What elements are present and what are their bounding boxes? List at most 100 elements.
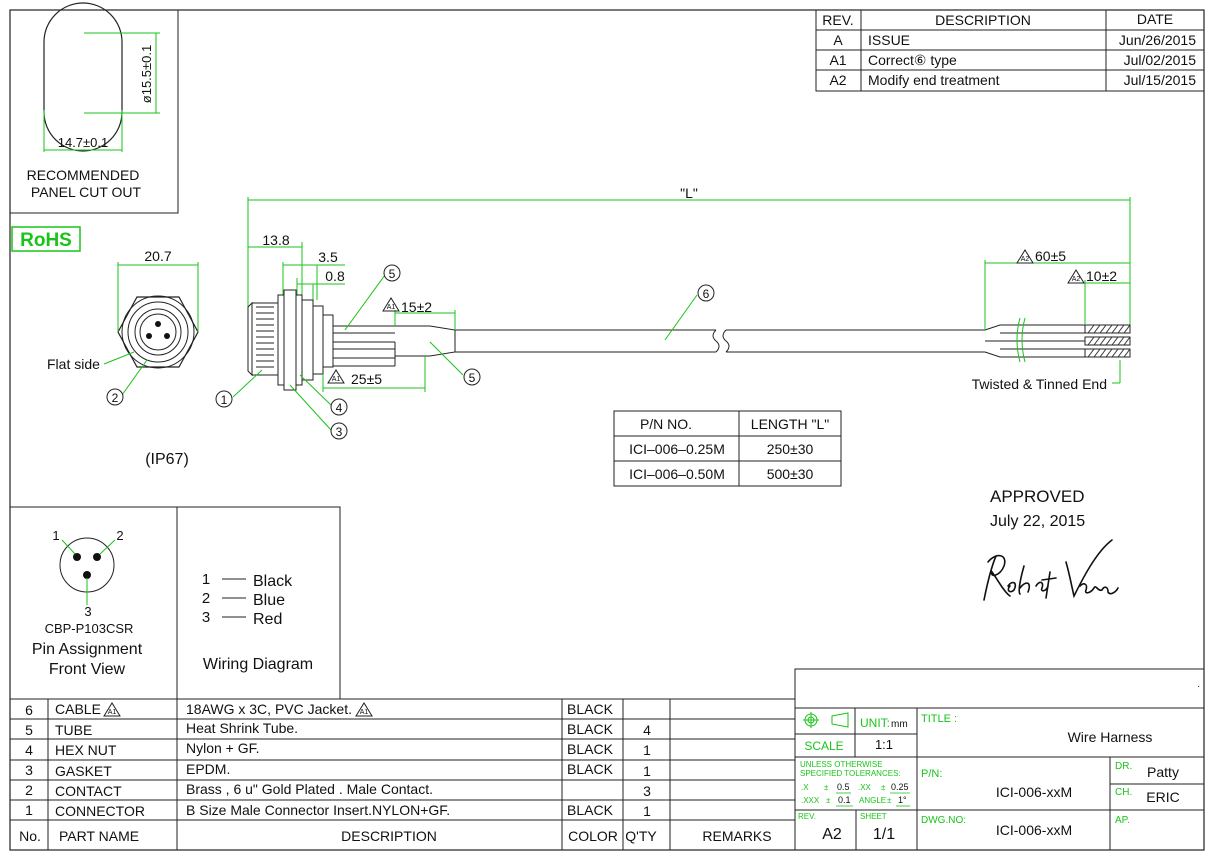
wiring-number: 3	[202, 609, 210, 626]
dwg-label: DWG.NO:	[921, 815, 966, 826]
cutout-width-dim: 14.7±0.1	[58, 135, 109, 150]
length-row-len: 500±30	[767, 466, 814, 482]
wiring-diagram-title: Wiring Diagram	[203, 656, 313, 673]
rev-triangle-a2: A2	[1072, 276, 1081, 283]
pin-part-number: CBP-P103CSR	[45, 621, 134, 636]
bom-header-color: COLOR	[568, 828, 618, 844]
rohs-label: RoHS	[20, 230, 72, 251]
rev-triangle-a1: A1	[332, 376, 341, 383]
dim-10: 10±2	[1086, 268, 1117, 284]
rev-header-rev: REV.	[822, 12, 853, 28]
projection-symbol	[803, 712, 849, 728]
tol-x-value: 0.5	[837, 782, 850, 792]
pin-assignment: 1 2 3 CBP-P103CSR Pin Assignment Front V…	[9, 506, 178, 700]
bom-color: BLACK	[567, 701, 614, 717]
length-row-len: 250±30	[767, 441, 814, 457]
front-view: 20.7 Flat side 2 (IP67)	[47, 248, 199, 468]
side-view: "L" 13.8 3.5 0.8	[215, 185, 1131, 440]
sheet-border	[9, 9, 1205, 851]
wiring-color: Red	[253, 611, 282, 628]
dim-60: 60±5	[1035, 248, 1066, 264]
bom-qty: 3	[643, 783, 651, 799]
rev-triangle-a1: A1	[108, 709, 117, 716]
ip-rating: (IP67)	[145, 451, 189, 468]
rev-header-description: DESCRIPTION	[935, 12, 1031, 28]
pn-label: P/N:	[921, 768, 942, 780]
approved-by-label: AP.	[1115, 815, 1130, 826]
tol-xx-value: 0.25	[891, 782, 909, 792]
bom-desc: 18AWG x 3C, PVC Jacket.	[186, 701, 352, 717]
drawn-label: DR.	[1115, 761, 1132, 772]
rev-value: A2	[822, 826, 842, 843]
sheet-value: 1/1	[873, 826, 895, 843]
dim-15: 15±2	[401, 299, 432, 315]
dim-25: 25±5	[351, 371, 382, 387]
tol-angle-label: ANGLE	[859, 796, 886, 805]
unit-label: UNIT:	[860, 716, 890, 730]
scale-label: SCALE	[804, 739, 843, 753]
svg-text:±: ±	[826, 796, 831, 805]
rev-row-rev: A1	[829, 52, 846, 68]
title-block: . UNIT: mm SCALE 1:1 UNLESS OTHERWISE SP…	[794, 668, 1205, 851]
bom-color: BLACK	[567, 741, 614, 757]
bom-part: GASKET	[55, 763, 112, 779]
bom-part: TUBE	[55, 722, 92, 738]
pin-label-3: 3	[84, 604, 91, 619]
rev-row-desc: Modify end treatment	[868, 72, 1000, 88]
approval-signature	[983, 539, 1119, 601]
rev-triangle-a1: A1	[360, 709, 369, 716]
title-value: Wire Harness	[1068, 729, 1153, 745]
wiring-diagram: 1 Black 2 Blue 3 Red Wiring Diagram	[176, 506, 341, 700]
balloon-2: 2	[112, 391, 119, 405]
rev-header-date: DATE	[1137, 11, 1173, 27]
tol-xxx-label: .XXX	[801, 796, 820, 805]
rev-row-rev: A	[833, 32, 843, 48]
front-width-dim: 20.7	[144, 248, 171, 264]
bom-part: CONNECTOR	[55, 803, 145, 819]
bom-header-remarks: REMARKS	[702, 828, 771, 844]
bom-no: 6	[25, 702, 33, 718]
bom-desc: B Size Male Connector Insert.NYLON+GF.	[186, 802, 450, 818]
bom-color: BLACK	[567, 721, 614, 737]
cutout-label-line1: RECOMMENDED	[27, 167, 140, 183]
unit-value: mm	[891, 719, 908, 730]
rev-row-desc: ISSUE	[868, 32, 910, 48]
approved-label: APPROVED	[990, 487, 1084, 506]
bom-qty: 1	[643, 803, 651, 819]
wiring-color: Blue	[253, 592, 285, 609]
bom-color: BLACK	[567, 802, 614, 818]
rev-row-date: Jun/26/2015	[1119, 32, 1196, 48]
bom-table: 6 CABLE 18AWG x 3C, PVC Jacket. BLACK 5 …	[10, 698, 795, 850]
svg-text:.: .	[1197, 679, 1200, 690]
rev-row-date: Jul/15/2015	[1124, 72, 1197, 88]
balloon-1: 1	[221, 393, 228, 407]
svg-text:±: ±	[887, 796, 892, 805]
tolerance-line2: SPECIFIED TOLERANCES:	[800, 769, 901, 778]
svg-text:±: ±	[824, 783, 829, 792]
tinned-ends	[1084, 324, 1131, 358]
cutout-label-line2: PANEL CUT OUT	[31, 184, 142, 200]
panel-cutout-view: ø15.5±0.1 14.7±0.1 RECOMMENDED PANEL CUT…	[9, 2, 179, 214]
bom-part: CABLE	[55, 701, 101, 717]
tol-x-label: .X	[801, 783, 809, 792]
bom-no: 2	[25, 782, 33, 798]
approval-block: APPROVED July 22, 2015	[983, 487, 1119, 601]
bom-header-part: PART NAME	[59, 828, 139, 844]
dim-0-8: 0.8	[325, 268, 345, 284]
checked-value: ERIC	[1146, 789, 1179, 805]
length-header-length: LENGTH "L"	[751, 416, 829, 432]
rev-triangle-a2: A2	[1021, 256, 1030, 263]
bom-qty: 1	[643, 763, 651, 779]
bom-header-no: No.	[19, 828, 41, 844]
twisted-tinned-label: Twisted & Tinned End	[972, 376, 1107, 392]
length-table: P/N NO. LENGTH "L" ICI–006–0.25M 250±30 …	[613, 410, 842, 487]
sheet-label: SHEET	[860, 812, 887, 821]
wiring-number: 2	[202, 590, 210, 607]
tol-angle-value: 1°	[898, 795, 907, 805]
pin-label-2: 2	[116, 528, 123, 543]
balloon-5: 5	[389, 267, 396, 281]
pin-assignment-title: Pin Assignment	[32, 641, 143, 658]
dwg-value: ICI-006-xxM	[996, 822, 1072, 838]
